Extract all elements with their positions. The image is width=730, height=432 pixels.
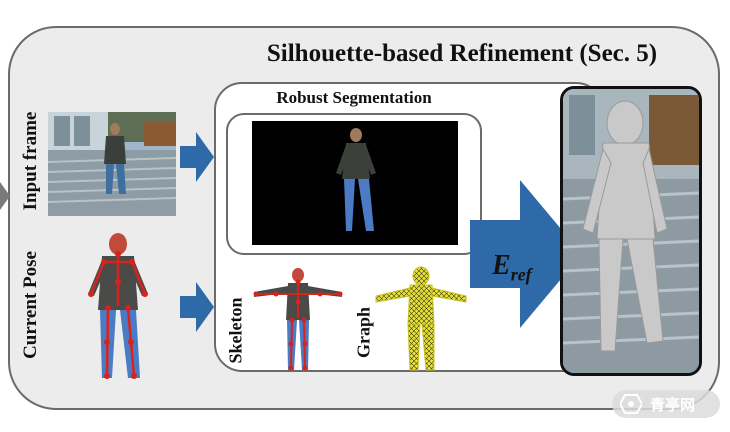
graph-model [375, 266, 467, 371]
energy-term: Eref [492, 250, 532, 286]
current-pose-label: Current Pose [20, 251, 41, 359]
current-pose-figure [88, 233, 148, 379]
segmentation-title: Robust Segmentation [276, 88, 432, 107]
refinement-arrow-icon [470, 180, 582, 328]
input-frame-image [48, 112, 176, 216]
watermark-text: 青亭网 [650, 396, 696, 414]
energy-symbol: E [492, 250, 511, 281]
input-frame-label: Input frame [20, 111, 41, 211]
graph-label: Graph [353, 307, 374, 359]
skeleton-model [253, 268, 343, 371]
refined-result-image [560, 86, 702, 376]
pose-arrow-icon [180, 282, 214, 332]
input-arrow-icon [180, 132, 214, 182]
panel-title: Silhouette-based Refinement (Sec. 5) [266, 40, 658, 67]
segmentation-image [252, 121, 458, 245]
incoming-arrow-icon [0, 182, 10, 210]
watermark-logo-icon [620, 394, 642, 414]
skeleton-label: Skeleton [225, 297, 246, 364]
energy-subscript: ref [510, 264, 532, 285]
